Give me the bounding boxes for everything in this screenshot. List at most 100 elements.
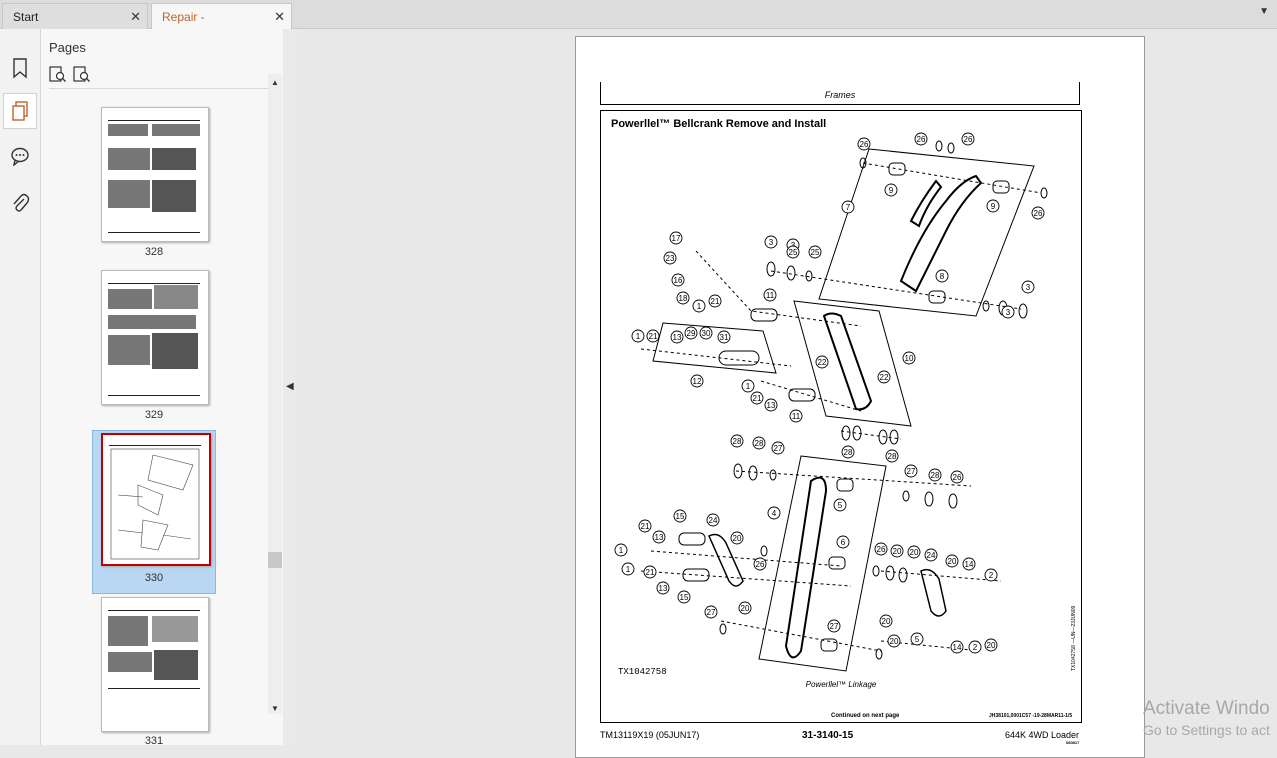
tab-repair[interactable]: Repair - TM13119X19.... ✕ bbox=[151, 3, 292, 50]
svg-text:6: 6 bbox=[841, 538, 846, 547]
callout-27: 27 bbox=[771, 441, 785, 455]
callout-28: 28 bbox=[730, 434, 744, 448]
callout-9: 9 bbox=[884, 183, 898, 197]
callout-13: 13 bbox=[670, 330, 684, 344]
svg-text:10: 10 bbox=[905, 354, 914, 363]
callout-5: 5 bbox=[833, 498, 847, 512]
tab-start[interactable]: Start ✕ bbox=[2, 3, 148, 29]
svg-text:28: 28 bbox=[931, 471, 940, 480]
zoom-in-page-icon[interactable] bbox=[73, 65, 91, 83]
callout-20: 20 bbox=[730, 531, 744, 545]
callout-27: 27 bbox=[827, 619, 841, 633]
zoom-out-page-icon[interactable] bbox=[49, 65, 67, 83]
callout-21: 21 bbox=[638, 519, 652, 533]
svg-text:20: 20 bbox=[910, 548, 919, 557]
svg-text:13: 13 bbox=[767, 401, 776, 410]
svg-text:1: 1 bbox=[619, 546, 624, 555]
svg-text:18: 18 bbox=[679, 294, 688, 303]
svg-text:3: 3 bbox=[1026, 283, 1031, 292]
thumbnail-label: 330 bbox=[144, 572, 164, 584]
callout-29: 29 bbox=[684, 326, 698, 340]
pages-icon[interactable] bbox=[3, 93, 37, 129]
sidebar-strip bbox=[0, 29, 41, 745]
svg-text:21: 21 bbox=[753, 394, 762, 403]
svg-text:27: 27 bbox=[774, 444, 783, 453]
svg-text:20: 20 bbox=[741, 604, 750, 613]
callout-21: 21 bbox=[643, 565, 657, 579]
callout-24: 24 bbox=[924, 548, 938, 562]
svg-text:13: 13 bbox=[655, 533, 664, 542]
svg-text:21: 21 bbox=[646, 568, 655, 577]
svg-text:8: 8 bbox=[940, 272, 945, 281]
comments-icon[interactable] bbox=[6, 139, 34, 173]
svg-text:29: 29 bbox=[687, 329, 696, 338]
svg-text:9: 9 bbox=[991, 202, 996, 211]
bookmark-icon[interactable] bbox=[6, 51, 34, 85]
svg-text:12: 12 bbox=[693, 377, 702, 386]
svg-text:26: 26 bbox=[1034, 209, 1043, 218]
svg-text:11: 11 bbox=[766, 291, 775, 300]
callout-3: 3 bbox=[1021, 280, 1035, 294]
attachment-icon[interactable] bbox=[6, 187, 34, 221]
thumbnail-label: 329 bbox=[144, 409, 164, 421]
panel-collapse-handle[interactable]: ◀ bbox=[283, 29, 297, 745]
svg-text:3: 3 bbox=[1006, 308, 1011, 317]
figure-caption: Powerllel™ Linkage bbox=[805, 680, 877, 689]
callout-8: 8 bbox=[935, 269, 949, 283]
callout-30: 30 bbox=[699, 326, 713, 340]
pages-panel: Pages 328 329 bbox=[41, 29, 283, 747]
footer-right: 644K 4WD Loader bbox=[1005, 730, 1080, 740]
close-icon[interactable]: ✕ bbox=[130, 9, 141, 24]
callout-21: 21 bbox=[708, 294, 722, 308]
callout-20: 20 bbox=[984, 638, 998, 652]
svg-text:26: 26 bbox=[953, 473, 962, 482]
svg-text:1: 1 bbox=[746, 382, 751, 391]
figure-id: TX1042758 bbox=[618, 667, 667, 677]
svg-text:17: 17 bbox=[672, 234, 681, 243]
callout-20: 20 bbox=[879, 614, 893, 628]
page-thumbnail-328[interactable] bbox=[101, 107, 209, 242]
page-thumbnail-329[interactable] bbox=[101, 270, 209, 405]
svg-text:30: 30 bbox=[702, 329, 711, 338]
callout-20: 20 bbox=[945, 554, 959, 568]
svg-text:1: 1 bbox=[697, 302, 702, 311]
callout-26: 26 bbox=[874, 542, 888, 556]
callout-27: 27 bbox=[904, 464, 918, 478]
callout-28: 28 bbox=[885, 449, 899, 463]
callout-20: 20 bbox=[738, 601, 752, 615]
callout-1: 1 bbox=[741, 379, 755, 393]
panel-title: Pages bbox=[49, 40, 86, 55]
callout-26: 26 bbox=[753, 557, 767, 571]
svg-text:24: 24 bbox=[709, 516, 718, 525]
callout-14: 14 bbox=[950, 640, 964, 654]
svg-text:26: 26 bbox=[860, 140, 869, 149]
callout-13: 13 bbox=[652, 530, 666, 544]
callout-26: 26 bbox=[961, 132, 975, 146]
svg-text:26: 26 bbox=[964, 135, 973, 144]
svg-text:27: 27 bbox=[707, 608, 716, 617]
chevron-left-icon[interactable]: ◀ bbox=[286, 381, 294, 392]
svg-text:20: 20 bbox=[893, 547, 902, 556]
section-title: Frames bbox=[824, 90, 856, 100]
activation-watermark: Activate Windo bbox=[1143, 698, 1270, 719]
page-thumbnail-330[interactable] bbox=[101, 433, 211, 566]
thumbnail-label: 328 bbox=[144, 246, 164, 258]
svg-text:21: 21 bbox=[641, 522, 650, 531]
callout-1: 1 bbox=[692, 299, 706, 313]
callout-28: 28 bbox=[928, 468, 942, 482]
svg-text:14: 14 bbox=[965, 560, 974, 569]
svg-text:16: 16 bbox=[674, 276, 683, 285]
chevron-down-icon[interactable]: ▼ bbox=[1259, 6, 1269, 17]
page-thumbnail-331[interactable] bbox=[101, 597, 209, 732]
svg-text:3: 3 bbox=[769, 238, 774, 247]
tab-start-label: Start bbox=[13, 10, 39, 24]
close-icon[interactable]: ✕ bbox=[274, 9, 285, 24]
svg-text:24: 24 bbox=[927, 551, 936, 560]
panel-scrollbar[interactable]: ▲ ▼ bbox=[268, 74, 282, 714]
figure-title: Powerllel™ Bellcrank Remove and Install bbox=[611, 118, 827, 130]
callout-20: 20 bbox=[907, 545, 921, 559]
svg-text:22: 22 bbox=[880, 373, 889, 382]
callout-25: 25 bbox=[808, 245, 822, 259]
svg-text:7: 7 bbox=[846, 203, 851, 212]
scrollbar-thumb[interactable] bbox=[268, 552, 282, 568]
